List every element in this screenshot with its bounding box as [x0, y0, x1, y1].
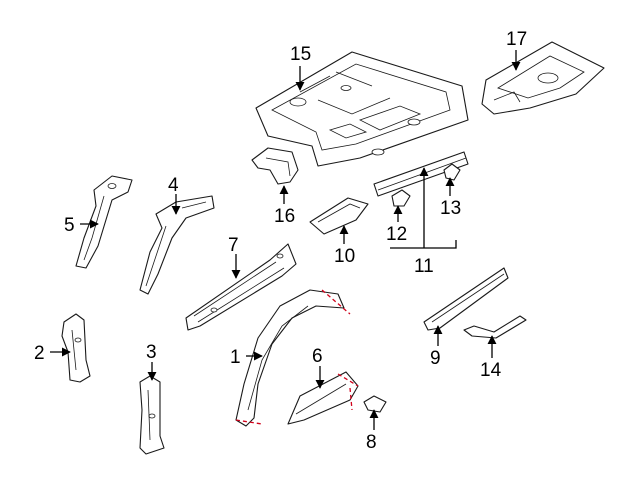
part-rear-floor: [481, 41, 605, 115]
part-seal-strip: [463, 315, 527, 339]
callout-9: 9: [430, 348, 441, 369]
callout-15: 15: [290, 44, 311, 65]
callout-7: 7: [228, 235, 239, 256]
callout-10: 10: [334, 246, 355, 267]
callout-1: 1: [230, 347, 241, 368]
part-inner-rocker: [287, 371, 359, 425]
cut-line-inner-rocker-side: [349, 387, 353, 411]
part-bracket: [251, 147, 299, 185]
callout-13: 13: [440, 198, 461, 219]
part-rocker-panel: [185, 243, 297, 331]
part-lock-pillar: [75, 175, 133, 269]
part-floor-pan: [255, 51, 469, 167]
callout-2: 2: [34, 343, 45, 364]
part-crossmember: [309, 197, 369, 235]
callout-12: 12: [386, 224, 407, 245]
cut-line-inner-rocker-top: [337, 373, 359, 387]
part-rocker-molding: [423, 267, 509, 331]
part-small-bracket-13: [443, 163, 461, 181]
callout-11: 11: [414, 256, 434, 277]
callout-17: 17: [506, 29, 527, 50]
part-hinge-pillar: [139, 195, 215, 295]
leader-11-b: [390, 240, 457, 249]
callout-3: 3: [146, 342, 157, 363]
part-pillar-base: [61, 313, 91, 383]
part-small-bracket-12: [391, 189, 411, 207]
part-plug: [363, 395, 387, 413]
callout-16: 16: [274, 206, 295, 227]
callout-14: 14: [480, 360, 502, 381]
part-center-pillar: [139, 375, 165, 455]
cut-line-roof-rail-bottom: [235, 419, 263, 425]
callout-5: 5: [64, 215, 75, 236]
callout-8: 8: [366, 432, 377, 453]
cut-line-roof-rail-top: [321, 289, 351, 315]
callout-4: 4: [168, 175, 179, 196]
callout-6: 6: [312, 346, 323, 367]
